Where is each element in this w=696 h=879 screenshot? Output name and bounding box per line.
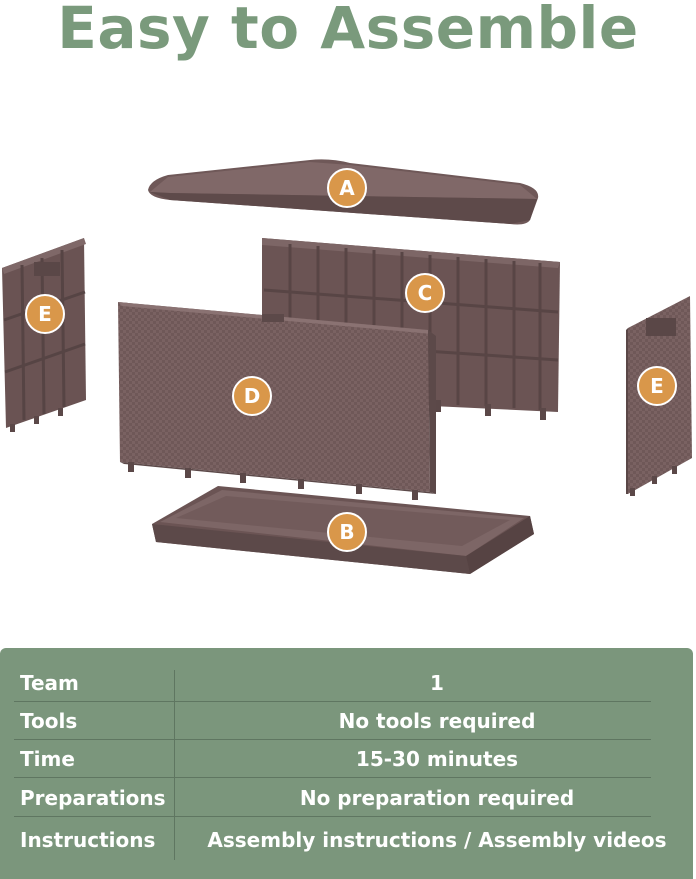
spec-row-tools: Tools No tools required bbox=[0, 702, 693, 740]
badge-label-a: A bbox=[339, 176, 355, 200]
badge-label-c: C bbox=[418, 281, 433, 305]
badge-side-left: E bbox=[25, 294, 65, 334]
badge-base: B bbox=[327, 512, 367, 552]
spec-row-team: Team 1 bbox=[0, 664, 693, 702]
spec-value: Assembly instructions / Assembly videos bbox=[207, 828, 667, 852]
side-panel-left bbox=[2, 238, 86, 432]
badge-label-b: B bbox=[339, 520, 354, 544]
row-divider bbox=[14, 777, 651, 778]
spec-row-instructions: Instructions Assembly instructions / Ass… bbox=[0, 821, 693, 859]
column-divider bbox=[174, 670, 175, 860]
spec-label: Preparations bbox=[20, 786, 166, 810]
page-title: Easy to Assemble bbox=[57, 0, 639, 62]
spec-label: Time bbox=[20, 747, 75, 771]
spec-value: 1 bbox=[430, 671, 444, 695]
row-divider bbox=[14, 701, 651, 702]
spec-label: Tools bbox=[20, 709, 78, 733]
spec-value: No tools required bbox=[338, 709, 536, 733]
specs-table: Team 1 Tools No tools required Time 15-3… bbox=[0, 648, 693, 879]
badge-front-panel: D bbox=[232, 376, 272, 416]
badge-label-e-right: E bbox=[650, 374, 664, 398]
badge-label-e-left: E bbox=[38, 302, 52, 326]
spec-row-time: Time 15-30 minutes bbox=[0, 740, 693, 778]
front-panel bbox=[118, 302, 436, 500]
row-divider bbox=[14, 739, 651, 740]
badge-label-d: D bbox=[244, 384, 261, 408]
badge-side-right: E bbox=[637, 366, 677, 406]
badge-back-panel: C bbox=[405, 273, 445, 313]
spec-label: Instructions bbox=[20, 828, 156, 852]
spec-row-preparations: Preparations No preparation required bbox=[0, 779, 693, 817]
spec-label: Team bbox=[20, 671, 79, 695]
exploded-view-diagram: A C E D E B bbox=[2, 159, 692, 574]
spec-value: 15-30 minutes bbox=[355, 747, 519, 771]
row-divider bbox=[14, 816, 651, 817]
spec-value: No preparation required bbox=[299, 786, 575, 810]
badge-lid: A bbox=[327, 168, 367, 208]
